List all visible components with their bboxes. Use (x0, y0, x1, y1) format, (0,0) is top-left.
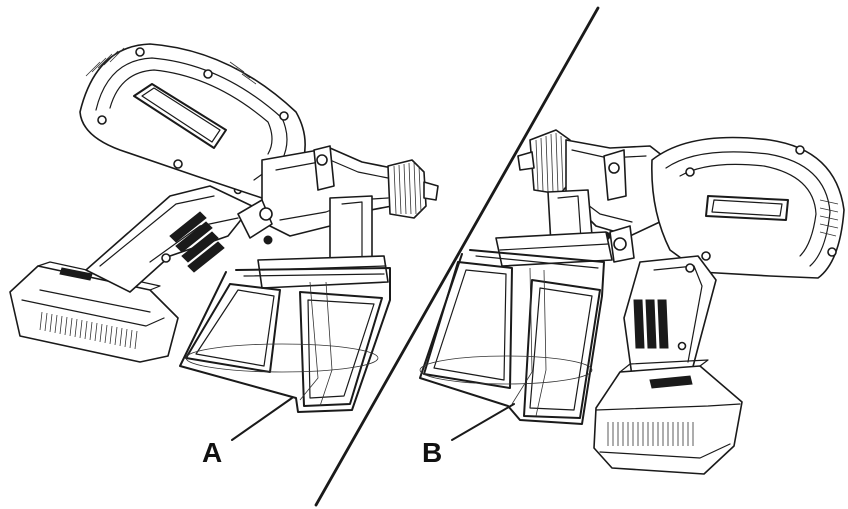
nozzle-ring-b (517, 129, 573, 195)
label-a: A (202, 437, 222, 468)
nozzle-ring-a (387, 159, 439, 219)
siphon-b (495, 189, 613, 267)
pump-body-a (237, 145, 393, 245)
motor-housing-b (651, 136, 845, 279)
paint-container-a (179, 267, 391, 413)
siphon-a (257, 195, 389, 289)
housing-vents-a (85, 47, 257, 85)
battery-grooves-a (39, 311, 138, 350)
battery-grooves-b (607, 422, 694, 446)
battery-pack-b (593, 359, 743, 475)
handle-b (623, 255, 717, 379)
spray-gun-a (9, 43, 439, 413)
housing-vents-b (819, 199, 839, 237)
housing-window-a (133, 83, 227, 149)
battery-pack-a (9, 261, 179, 363)
callout-b: B (422, 403, 515, 468)
housing-window-b (705, 195, 789, 221)
label-b: B (422, 437, 442, 468)
handle-grip-texture-a (169, 211, 225, 273)
paint-container-b (419, 249, 605, 425)
handle-grip-texture-b (633, 299, 669, 349)
callout-a: A (202, 397, 293, 468)
motor-housing-a (79, 43, 306, 199)
handle-a (85, 185, 253, 293)
spray-gun-b (419, 129, 845, 475)
divider-line (314, 6, 600, 507)
leader-line-b (451, 403, 515, 441)
leader-line-a (231, 397, 293, 441)
